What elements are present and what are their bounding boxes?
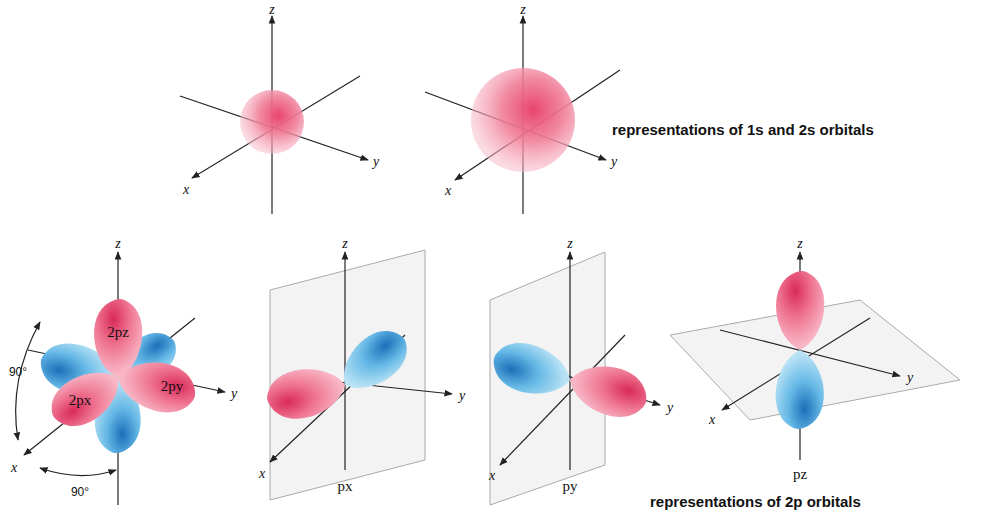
axis-label: z <box>115 237 120 251</box>
axis-label: z <box>797 237 802 251</box>
orbital-label: 2py <box>161 379 184 394</box>
axis-label: y <box>231 387 237 401</box>
axis-label: x <box>445 184 451 198</box>
caption-text: representations of 1s and 2s orbitals <box>612 122 874 137</box>
axis-label: y <box>459 389 465 403</box>
axis-label: z <box>567 237 572 251</box>
angle-label: 90° <box>71 486 89 498</box>
axis-label: y <box>611 155 617 169</box>
axis-label: x <box>183 183 189 197</box>
axis-label: z <box>520 3 525 17</box>
angle-label: 90° <box>9 366 27 378</box>
orbital-label: 2px <box>69 393 92 408</box>
axis-label: x <box>11 461 17 475</box>
orbital-label: py <box>563 479 578 494</box>
axis-label: x <box>259 467 265 481</box>
axis-label: x <box>709 413 715 427</box>
axis-label: y <box>667 401 673 415</box>
axis-label: y <box>907 371 913 385</box>
caption-text: representations of 2p orbitals <box>650 494 861 509</box>
orbital-label: pz <box>793 467 807 482</box>
orbital-label: px <box>338 479 353 494</box>
axis-label: y <box>373 155 379 169</box>
axis-label: z <box>342 237 347 251</box>
orbital-label: 2pz <box>107 325 129 340</box>
axis-label: z <box>269 3 274 17</box>
axis-label: x <box>489 469 495 483</box>
